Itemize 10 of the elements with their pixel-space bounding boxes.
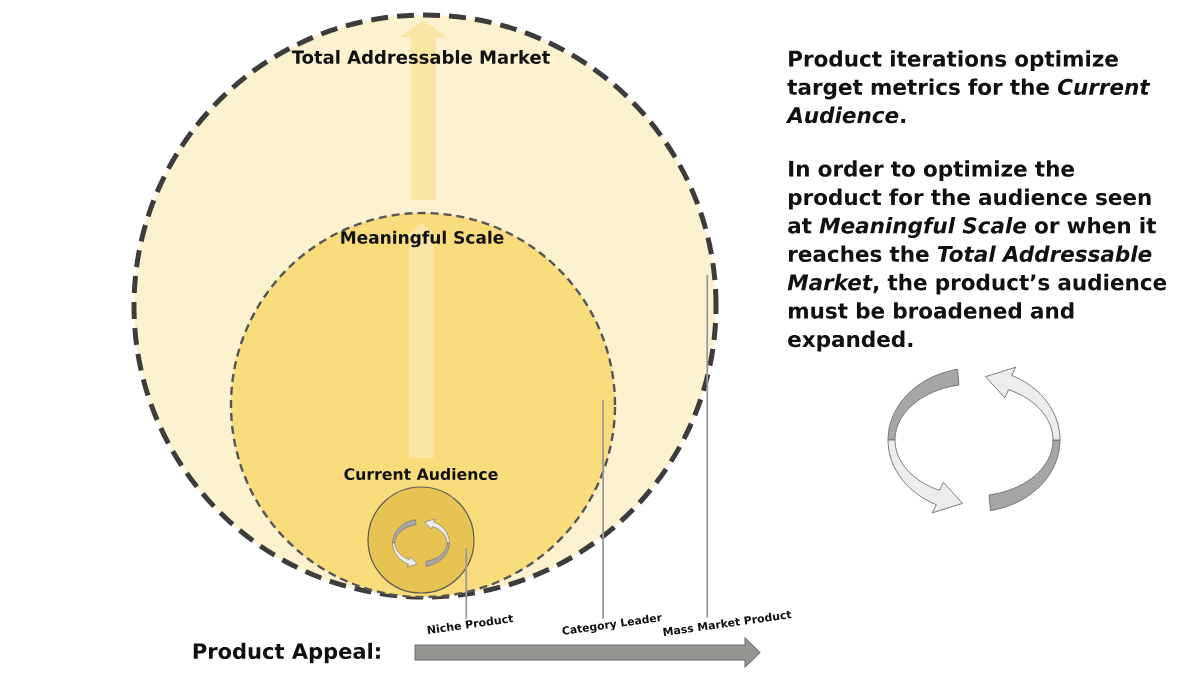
text-label: Product Appeal: [193, 642, 380, 664]
callout-label: Niche Product [427, 614, 514, 634]
node-label: Current Audience [344, 467, 498, 481]
leader-line [706, 274, 709, 619]
callout-label: Category Leader [562, 614, 662, 635]
leader-line [602, 399, 604, 620]
callout-label: Mass Market Product [663, 610, 792, 636]
paragraph: Product iterations optimize target metrics for the Current Audience. [785, 50, 1151, 124]
leader-line [465, 547, 468, 620]
paragraph: In order to optimize the product for the audience seen at Meaningful Scale or when it reaches the Total Addressable Market, the product’s audience must be broadened and expanded. [787, 160, 1167, 352]
